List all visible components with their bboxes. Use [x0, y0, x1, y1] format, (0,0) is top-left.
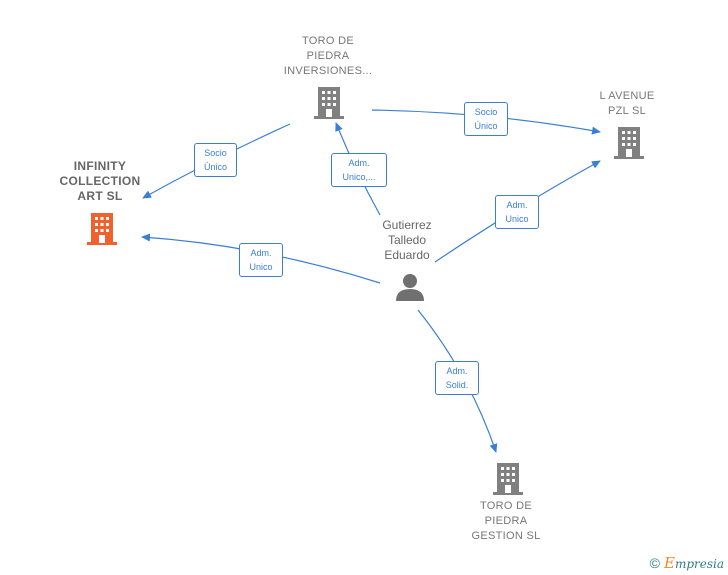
- node-label-toro-gestion[interactable]: TORO DE PIEDRA GESTION SL: [471, 500, 541, 542]
- building-icon-toro-inversiones: [314, 87, 344, 119]
- building-icon-toro-gestion: [493, 463, 523, 495]
- edge-label-toro-to-avenue: Socio Único: [464, 102, 508, 136]
- node-label-avenue[interactable]: L AVENUE PZL SL: [599, 90, 655, 117]
- edge-label-toro-to-infinity: Socio Único: [194, 143, 237, 177]
- building-icon-infinity: [87, 213, 117, 245]
- node-label-toro-inversiones[interactable]: TORO DE PIEDRA INVERSIONES...: [283, 35, 373, 77]
- person-icon: [396, 274, 424, 301]
- node-label-person[interactable]: Gutierrez Talledo Eduardo: [382, 218, 432, 262]
- copyright-symbol: ©: [649, 555, 660, 571]
- edge-label-person-to-infinity: Adm. Unico: [239, 243, 283, 277]
- node-label-infinity[interactable]: INFINITY COLLECTION ART SL: [59, 159, 141, 203]
- empresia-logo: ©Empresia: [650, 554, 724, 572]
- edge-label-person-to-gestion: Adm. Solid.: [435, 361, 479, 395]
- building-icon-avenue: [614, 127, 644, 159]
- edge-label-person-to-avenue: Adm. Unico: [495, 195, 539, 229]
- edge-label-person-to-toro: Adm. Unico,...: [331, 153, 387, 187]
- brand-name: mpresia: [674, 557, 724, 571]
- brand-initial: E: [663, 554, 675, 572]
